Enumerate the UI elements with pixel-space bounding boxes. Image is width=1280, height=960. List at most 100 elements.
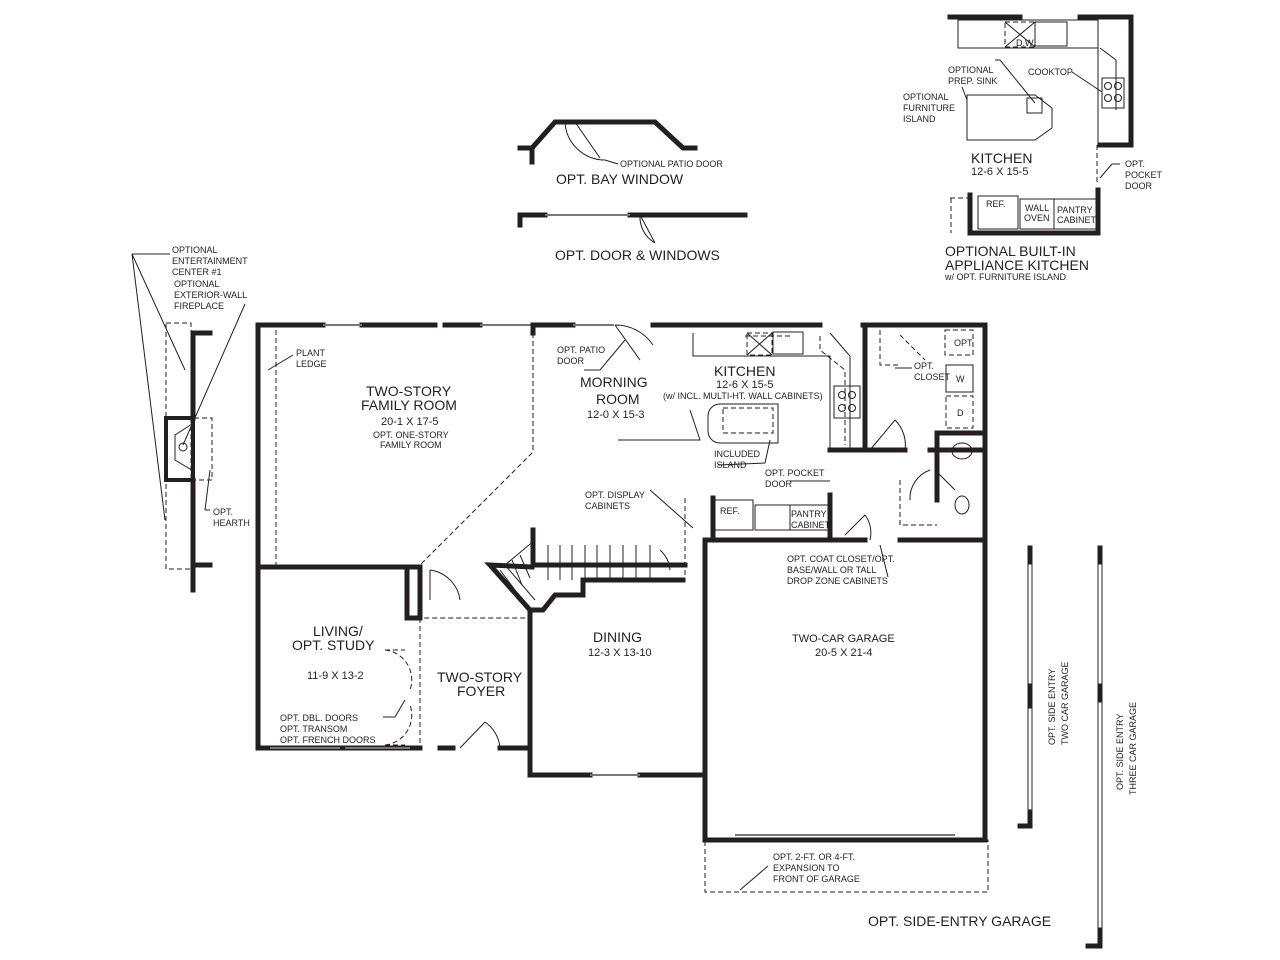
- entertainment-label: OPTIONAL: [172, 245, 218, 255]
- svg-text:FAMILY ROOM: FAMILY ROOM: [361, 397, 457, 413]
- svg-text:w/ OPT. FURNITURE ISLAND: w/ OPT. FURNITURE ISLAND: [944, 272, 1067, 282]
- svg-text:TWO CAR GARAGE: TWO CAR GARAGE: [1060, 661, 1070, 745]
- svg-text:REF.: REF.: [720, 506, 740, 516]
- main-floor-plan: TWO-STORY FAMILY ROOM 20-1 X 17-5 OPT. O…: [255, 322, 989, 893]
- furniture-island: [966, 94, 1053, 141]
- svg-text:ENTERTAINMENT: ENTERTAINMENT: [172, 256, 248, 266]
- svg-text:DROP ZONE CABINETS: DROP ZONE CABINETS: [787, 576, 888, 586]
- svg-text:FAMILY ROOM: FAMILY ROOM: [380, 440, 442, 450]
- svg-text:OPTIONAL: OPTIONAL: [948, 65, 994, 75]
- svg-text:EXTERIOR-WALL: EXTERIOR-WALL: [174, 290, 247, 300]
- svg-text:OPT.: OPT.: [914, 361, 934, 371]
- svg-text:(w/ INCL. MULTI-HT. WALL CABIN: (w/ INCL. MULTI-HT. WALL CABINETS): [663, 391, 823, 401]
- svg-text:LEDGE: LEDGE: [296, 359, 327, 369]
- svg-text:FURNITURE: FURNITURE: [903, 103, 955, 113]
- svg-text:OPT. COAT CLOSET/OPT.: OPT. COAT CLOSET/OPT.: [787, 554, 895, 564]
- svg-text:PREP. SINK: PREP. SINK: [948, 76, 997, 86]
- fireplace-label: OPTIONAL: [174, 279, 220, 289]
- svg-text:CENTER #1: CENTER #1: [172, 267, 222, 277]
- alt-kitchen-name: KITCHEN: [971, 150, 1032, 166]
- patio-door-label: OPTIONAL PATIO DOOR: [620, 159, 723, 169]
- svg-text:CABINET: CABINET: [791, 520, 831, 530]
- svg-text:OPT. STUDY: OPT. STUDY: [292, 637, 375, 653]
- dining-name: DINING: [593, 629, 642, 645]
- svg-text:ISLAND: ISLAND: [714, 460, 747, 470]
- flue-icon: [178, 442, 188, 452]
- dishwasher-label: D.W.: [1016, 38, 1036, 48]
- svg-text:APPLIANCE KITCHEN: APPLIANCE KITCHEN: [945, 257, 1089, 273]
- svg-text:OPT. FRENCH DOORS: OPT. FRENCH DOORS: [280, 735, 376, 745]
- garage-expansion: [704, 839, 989, 893]
- alt-kitchen-title: OPTIONAL BUILT-IN: [945, 243, 1076, 259]
- svg-text:OPT. TRANSOM: OPT. TRANSOM: [280, 724, 347, 734]
- svg-text:OPT. PATIO: OPT. PATIO: [557, 345, 605, 355]
- living-room-name: LIVING/: [313, 623, 363, 639]
- svg-text:PANTRY: PANTRY: [1057, 205, 1093, 215]
- stairs: [499, 539, 671, 601]
- svg-text:CABINET: CABINET: [1057, 215, 1097, 225]
- range-icon: [833, 385, 861, 419]
- svg-text:FIREPLACE: FIREPLACE: [174, 301, 224, 311]
- svg-text:12-6 X 15-5: 12-6 X 15-5: [716, 379, 773, 391]
- svg-text:OPT. 2-FT. OR 4-FT.: OPT. 2-FT. OR 4-FT.: [773, 852, 855, 862]
- cooktop-label: COOKTOP: [1028, 67, 1073, 77]
- kitchen-island: [707, 403, 779, 444]
- svg-text:W: W: [956, 374, 965, 384]
- svg-text:PANTRY: PANTRY: [791, 509, 827, 519]
- svg-text:REF.: REF.: [986, 199, 1006, 209]
- side-entry-title: OPT. SIDE-ENTRY GARAGE: [868, 913, 1051, 929]
- svg-text:20-5 X 21-4: 20-5 X 21-4: [815, 647, 872, 659]
- fireplace-option: OPTIONAL ENTERTAINMENT CENTER #1 OPTIONA…: [131, 245, 250, 593]
- alt-kitchen-option: D.W. OPTIONAL PREP. SINK OPTIONAL FURNIT…: [903, 14, 1163, 282]
- kitchen-name: KITCHEN: [714, 363, 775, 379]
- svg-text:CABINETS: CABINETS: [585, 501, 630, 511]
- sink-icon: [772, 331, 804, 355]
- svg-text:12-6 X 15-5: 12-6 X 15-5: [971, 166, 1028, 178]
- svg-text:OPT. ONE-STORY: OPT. ONE-STORY: [373, 430, 449, 440]
- svg-text:OPT. DBL. DOORS: OPT. DBL. DOORS: [280, 713, 358, 723]
- side-entry-garage-option: OPT. SIDE ENTRY TWO CAR GARAGE OPT. SIDE…: [868, 545, 1138, 949]
- svg-text:OPTIONAL: OPTIONAL: [903, 92, 949, 102]
- family-room-name: TWO-STORY: [366, 383, 452, 399]
- svg-text:BASE/WALL OR TALL: BASE/WALL OR TALL: [787, 565, 877, 575]
- svg-text:12-3 X 13-10: 12-3 X 13-10: [588, 647, 652, 659]
- svg-text:11-9 X 13-2: 11-9 X 13-2: [307, 670, 364, 682]
- bay-window-option: OPTIONAL PATIO DOOR OPT. BAY WINDOW: [517, 119, 723, 187]
- svg-text:DOOR: DOOR: [1125, 181, 1153, 191]
- svg-text:INCLUDED: INCLUDED: [714, 449, 761, 459]
- morning-room-name: MORNING: [580, 374, 648, 390]
- svg-text:OPT. SIDE ENTRY: OPT. SIDE ENTRY: [1047, 669, 1057, 745]
- garage-name: TWO-CAR GARAGE: [792, 633, 895, 645]
- svg-text:12-0 X 15-3: 12-0 X 15-3: [587, 409, 644, 421]
- family-room-dim: 20-1 X 17-5: [381, 416, 438, 428]
- svg-text:ROOM: ROOM: [596, 391, 640, 407]
- svg-text:HEARTH: HEARTH: [213, 518, 250, 528]
- svg-text:OPT. POCKET: OPT. POCKET: [765, 468, 825, 478]
- cooktop-icon: [1101, 77, 1125, 109]
- bay-window-title: OPT. BAY WINDOW: [556, 171, 684, 187]
- svg-text:FOYER: FOYER: [457, 683, 505, 699]
- svg-text:OPT. SIDE ENTRY: OPT. SIDE ENTRY: [1115, 714, 1125, 790]
- svg-text:DOOR: DOOR: [557, 356, 585, 366]
- door-windows-option: OPT. DOOR & WINDOWS: [517, 212, 748, 263]
- door-windows-title: OPT. DOOR & WINDOWS: [555, 247, 720, 263]
- svg-text:EXPANSION TO: EXPANSION TO: [773, 863, 840, 873]
- sink-icon: [951, 442, 973, 460]
- svg-text:DOOR: DOOR: [765, 479, 793, 489]
- svg-text:CLOSET: CLOSET: [914, 372, 951, 382]
- svg-text:OVEN: OVEN: [1024, 213, 1050, 223]
- svg-text:WALL: WALL: [1025, 203, 1049, 213]
- svg-text:POCKET: POCKET: [1125, 170, 1163, 180]
- toilet-icon: [954, 495, 970, 515]
- svg-text:D: D: [957, 408, 964, 418]
- svg-text:OPT.: OPT.: [1125, 159, 1145, 169]
- svg-text:PLANT: PLANT: [296, 348, 326, 358]
- prep-sink-icon: [1026, 97, 1043, 114]
- svg-text:OPT. DISPLAY: OPT. DISPLAY: [585, 490, 645, 500]
- svg-text:OPT: OPT: [954, 338, 973, 348]
- svg-text:ISLAND: ISLAND: [903, 114, 936, 124]
- foyer-name: TWO-STORY: [437, 669, 523, 685]
- svg-text:THREE CAR GARAGE: THREE CAR GARAGE: [1128, 702, 1138, 795]
- hearth-label: OPT.: [213, 507, 233, 517]
